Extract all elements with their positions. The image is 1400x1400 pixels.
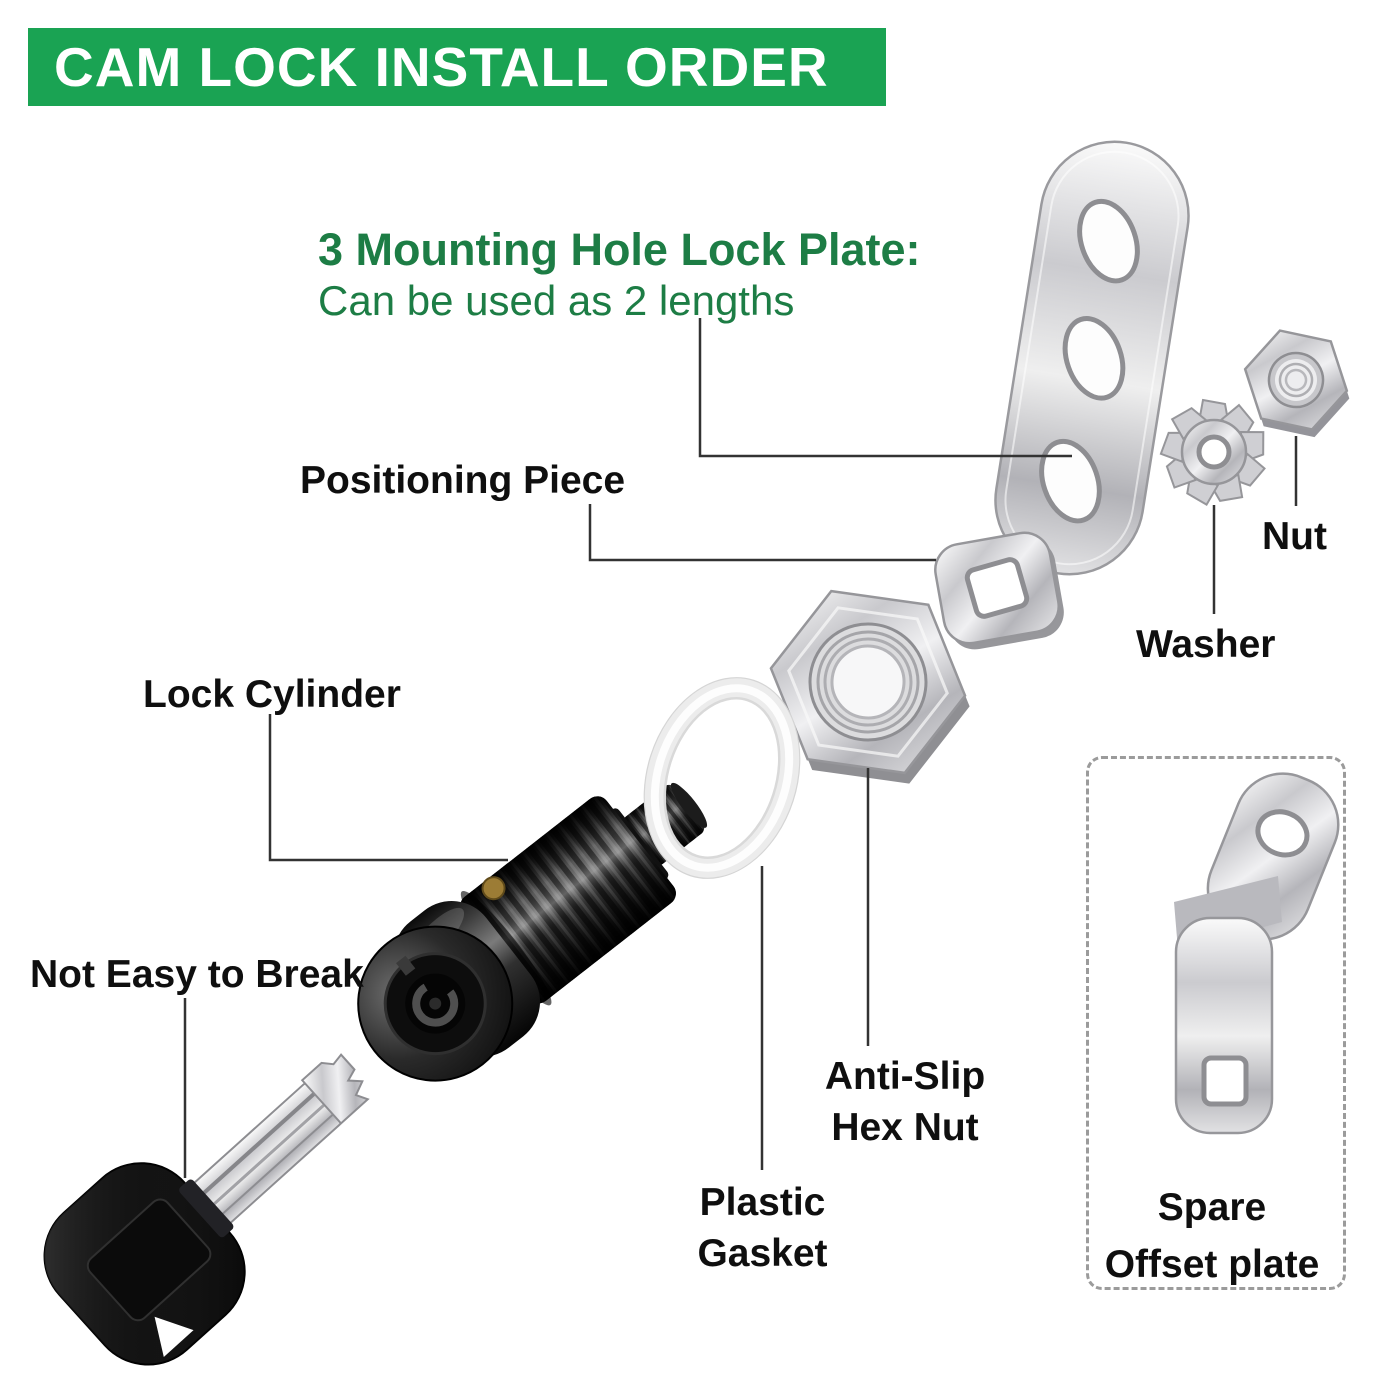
label-positioning-piece: Positioning Piece <box>300 459 626 502</box>
spare-part-box <box>1086 756 1346 1290</box>
label-nut: Nut <box>1262 515 1327 558</box>
plate-hole-bottom <box>1039 438 1102 524</box>
hex-nut-bore <box>830 644 906 720</box>
label-spare-line2: Offset plate <box>1104 1242 1320 1286</box>
leader-line-mounting-plate <box>698 318 1072 458</box>
label-washer: Washer <box>1136 623 1276 666</box>
washer-hole <box>1196 434 1232 470</box>
star-washer-image <box>1159 399 1269 507</box>
label-anti-slip-line1: Anti-Slip <box>824 1055 986 1098</box>
spare-offset-plate-image <box>1174 772 1340 1135</box>
plate-heading-line1: 3 Mounting Hole Lock Plate: <box>318 224 921 275</box>
label-not-easy-to-break: Not Easy to Break <box>30 953 364 996</box>
lock-cylinder-image <box>357 782 708 1082</box>
label-spare-offset-plate: Spare Offset plate <box>1092 1180 1332 1293</box>
title-banner: CAM LOCK INSTALL ORDER <box>28 28 886 106</box>
nut-image <box>1243 329 1350 438</box>
anti-slip-hex-nut-image <box>769 589 970 784</box>
positioning-piece-hole <box>964 557 1030 619</box>
offset-plate-square-hole <box>1201 1055 1249 1107</box>
key-head-hole <box>154 1316 194 1357</box>
brass-pin <box>481 876 506 901</box>
label-anti-slip-line2: Hex Nut <box>831 1105 979 1149</box>
label-gasket-line1: Plastic <box>699 1181 826 1224</box>
leader-line-positioning-piece <box>588 504 936 562</box>
label-anti-slip-hex-nut: Anti-Slip Hex Nut <box>810 1052 1000 1153</box>
keyhole <box>412 980 459 1027</box>
positioning-piece-image <box>934 531 1064 650</box>
label-spare-line1: Spare <box>1157 1186 1267 1229</box>
plate-hole-top <box>1077 198 1140 284</box>
plastic-gasket-image <box>643 677 801 879</box>
plate-heading: 3 Mounting Hole Lock Plate: Can be used … <box>318 224 921 326</box>
label-gasket-line2: Gasket <box>697 1231 828 1275</box>
leader-line-lock-cylinder <box>268 714 508 862</box>
key-image <box>43 1053 370 1366</box>
plate-hole-middle <box>1062 316 1126 401</box>
offset-plate-round-hole <box>1255 809 1310 858</box>
label-plastic-gasket: Plastic Gasket <box>685 1178 840 1279</box>
key-tip <box>300 1053 370 1125</box>
plate-heading-line2: Can be used as 2 lengths <box>318 276 795 324</box>
mounting-plate-image <box>994 140 1190 576</box>
banner-title: CAM LOCK INSTALL ORDER <box>54 36 829 98</box>
label-lock-cylinder: Lock Cylinder <box>143 673 401 716</box>
